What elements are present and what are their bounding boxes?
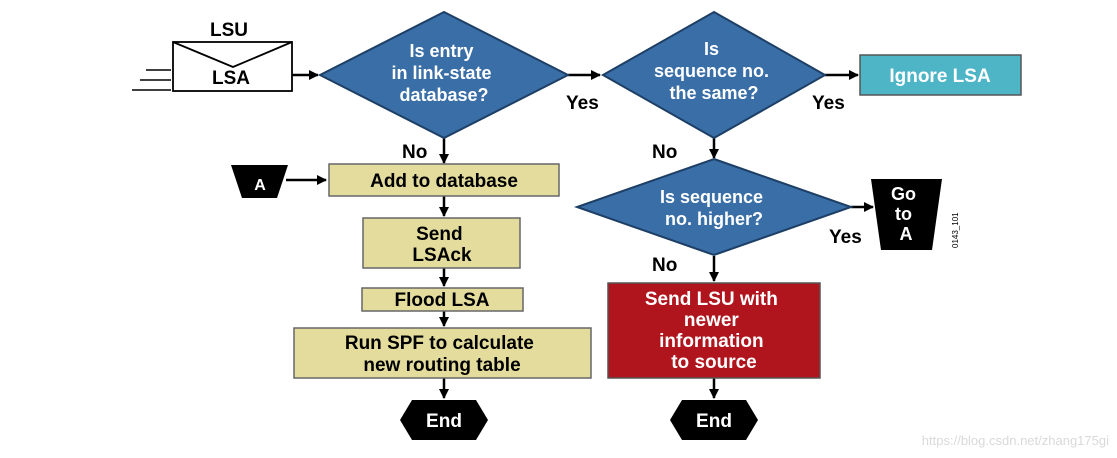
label-same-no: No xyxy=(652,142,677,163)
terminal-end-left: End xyxy=(400,400,488,440)
svg-text:Is entry in link-state: Is entry in link-state database? xyxy=(391,41,496,105)
send-lsack-line-1: Send xyxy=(416,224,462,245)
terminal-end-right: End xyxy=(670,400,758,440)
decision-in-database-line-2: in link-state xyxy=(391,63,491,83)
envelope-lsu-label: LSU xyxy=(210,20,248,41)
action-run-spf: Run SPF to calculate new routing table xyxy=(293,327,592,379)
figure-code: 0143_101 xyxy=(951,212,960,248)
action-send-lsack: Send LSAck xyxy=(362,217,521,269)
flood-lsa-label: Flood LSA xyxy=(395,290,490,311)
label-higher-no: No xyxy=(652,255,677,276)
svg-text:Is sequence no. higher?: Is sequence no. higher? xyxy=(660,187,768,229)
svg-text:Go to A: Go to A xyxy=(891,184,921,244)
decision-higher-sequence: Is sequence no. higher? xyxy=(573,157,855,257)
connector-a-label: A xyxy=(254,177,266,194)
run-spf-line-1: Run SPF to calculate xyxy=(345,333,534,354)
end-left-label: End xyxy=(426,411,462,432)
flow-connectors xyxy=(286,70,874,399)
decision-in-database: Is entry in link-state database? xyxy=(317,10,571,140)
decision-higher-sequence-line-2: no. higher? xyxy=(665,209,763,229)
send-lsack-line-2: LSAck xyxy=(412,245,472,266)
run-spf-line-2: new routing table xyxy=(363,355,520,376)
send-lsu-line-4: to source xyxy=(671,352,757,373)
decision-in-database-line-3: database? xyxy=(399,85,488,105)
lsu-envelope: LSU LSA xyxy=(132,18,293,92)
label-higher-yes: Yes xyxy=(829,227,862,248)
label-db-yes: Yes xyxy=(566,93,599,114)
svg-text:Send LSU with newer: Send LSU with newer information to sourc… xyxy=(645,289,783,373)
decision-same-sequence-line-1: Is xyxy=(704,39,719,59)
go-to-a-line-2: to xyxy=(895,204,912,224)
send-lsu-line-3: information xyxy=(659,331,764,352)
svg-text:Send LSAck: Send LSAck xyxy=(412,224,472,266)
decision-in-database-line-1: Is entry xyxy=(409,41,473,61)
action-send-lsu: Send LSU with newer information to sourc… xyxy=(607,282,821,379)
decision-same-sequence-line-3: the same? xyxy=(669,83,758,103)
svg-text:Run SPF to calculate new: Run SPF to calculate new routing table xyxy=(345,333,539,376)
label-db-no: No xyxy=(402,142,427,163)
action-ignore-lsa: Ignore LSA xyxy=(859,54,1022,96)
go-to-a-line-1: Go xyxy=(891,184,916,204)
decision-same-sequence: Is sequence no. the same? xyxy=(600,10,828,140)
decision-same-sequence-line-2: sequence no. xyxy=(654,61,769,81)
add-to-database-label: Add to database xyxy=(370,171,518,192)
connector-a-in: A xyxy=(231,165,288,198)
ignore-lsa-label: Ignore LSA xyxy=(889,66,991,87)
action-add-to-database: Add to database xyxy=(328,163,560,197)
send-lsu-line-1: Send LSU with xyxy=(645,289,778,310)
svg-text:Is sequence no. th: Is sequence no. the same? xyxy=(654,39,774,103)
end-right-label: End xyxy=(696,411,732,432)
send-lsu-line-2: newer xyxy=(684,310,740,331)
watermark: https://blog.csdn.net/zhang175gi xyxy=(921,433,1109,448)
label-same-yes: Yes xyxy=(812,93,845,114)
connector-go-to-a: Go to A xyxy=(871,179,942,250)
envelope-lsa-label: LSA xyxy=(212,68,250,89)
go-to-a-line-3: A xyxy=(900,224,913,244)
decision-higher-sequence-line-1: Is sequence xyxy=(660,187,763,207)
action-flood-lsa: Flood LSA xyxy=(361,287,524,312)
